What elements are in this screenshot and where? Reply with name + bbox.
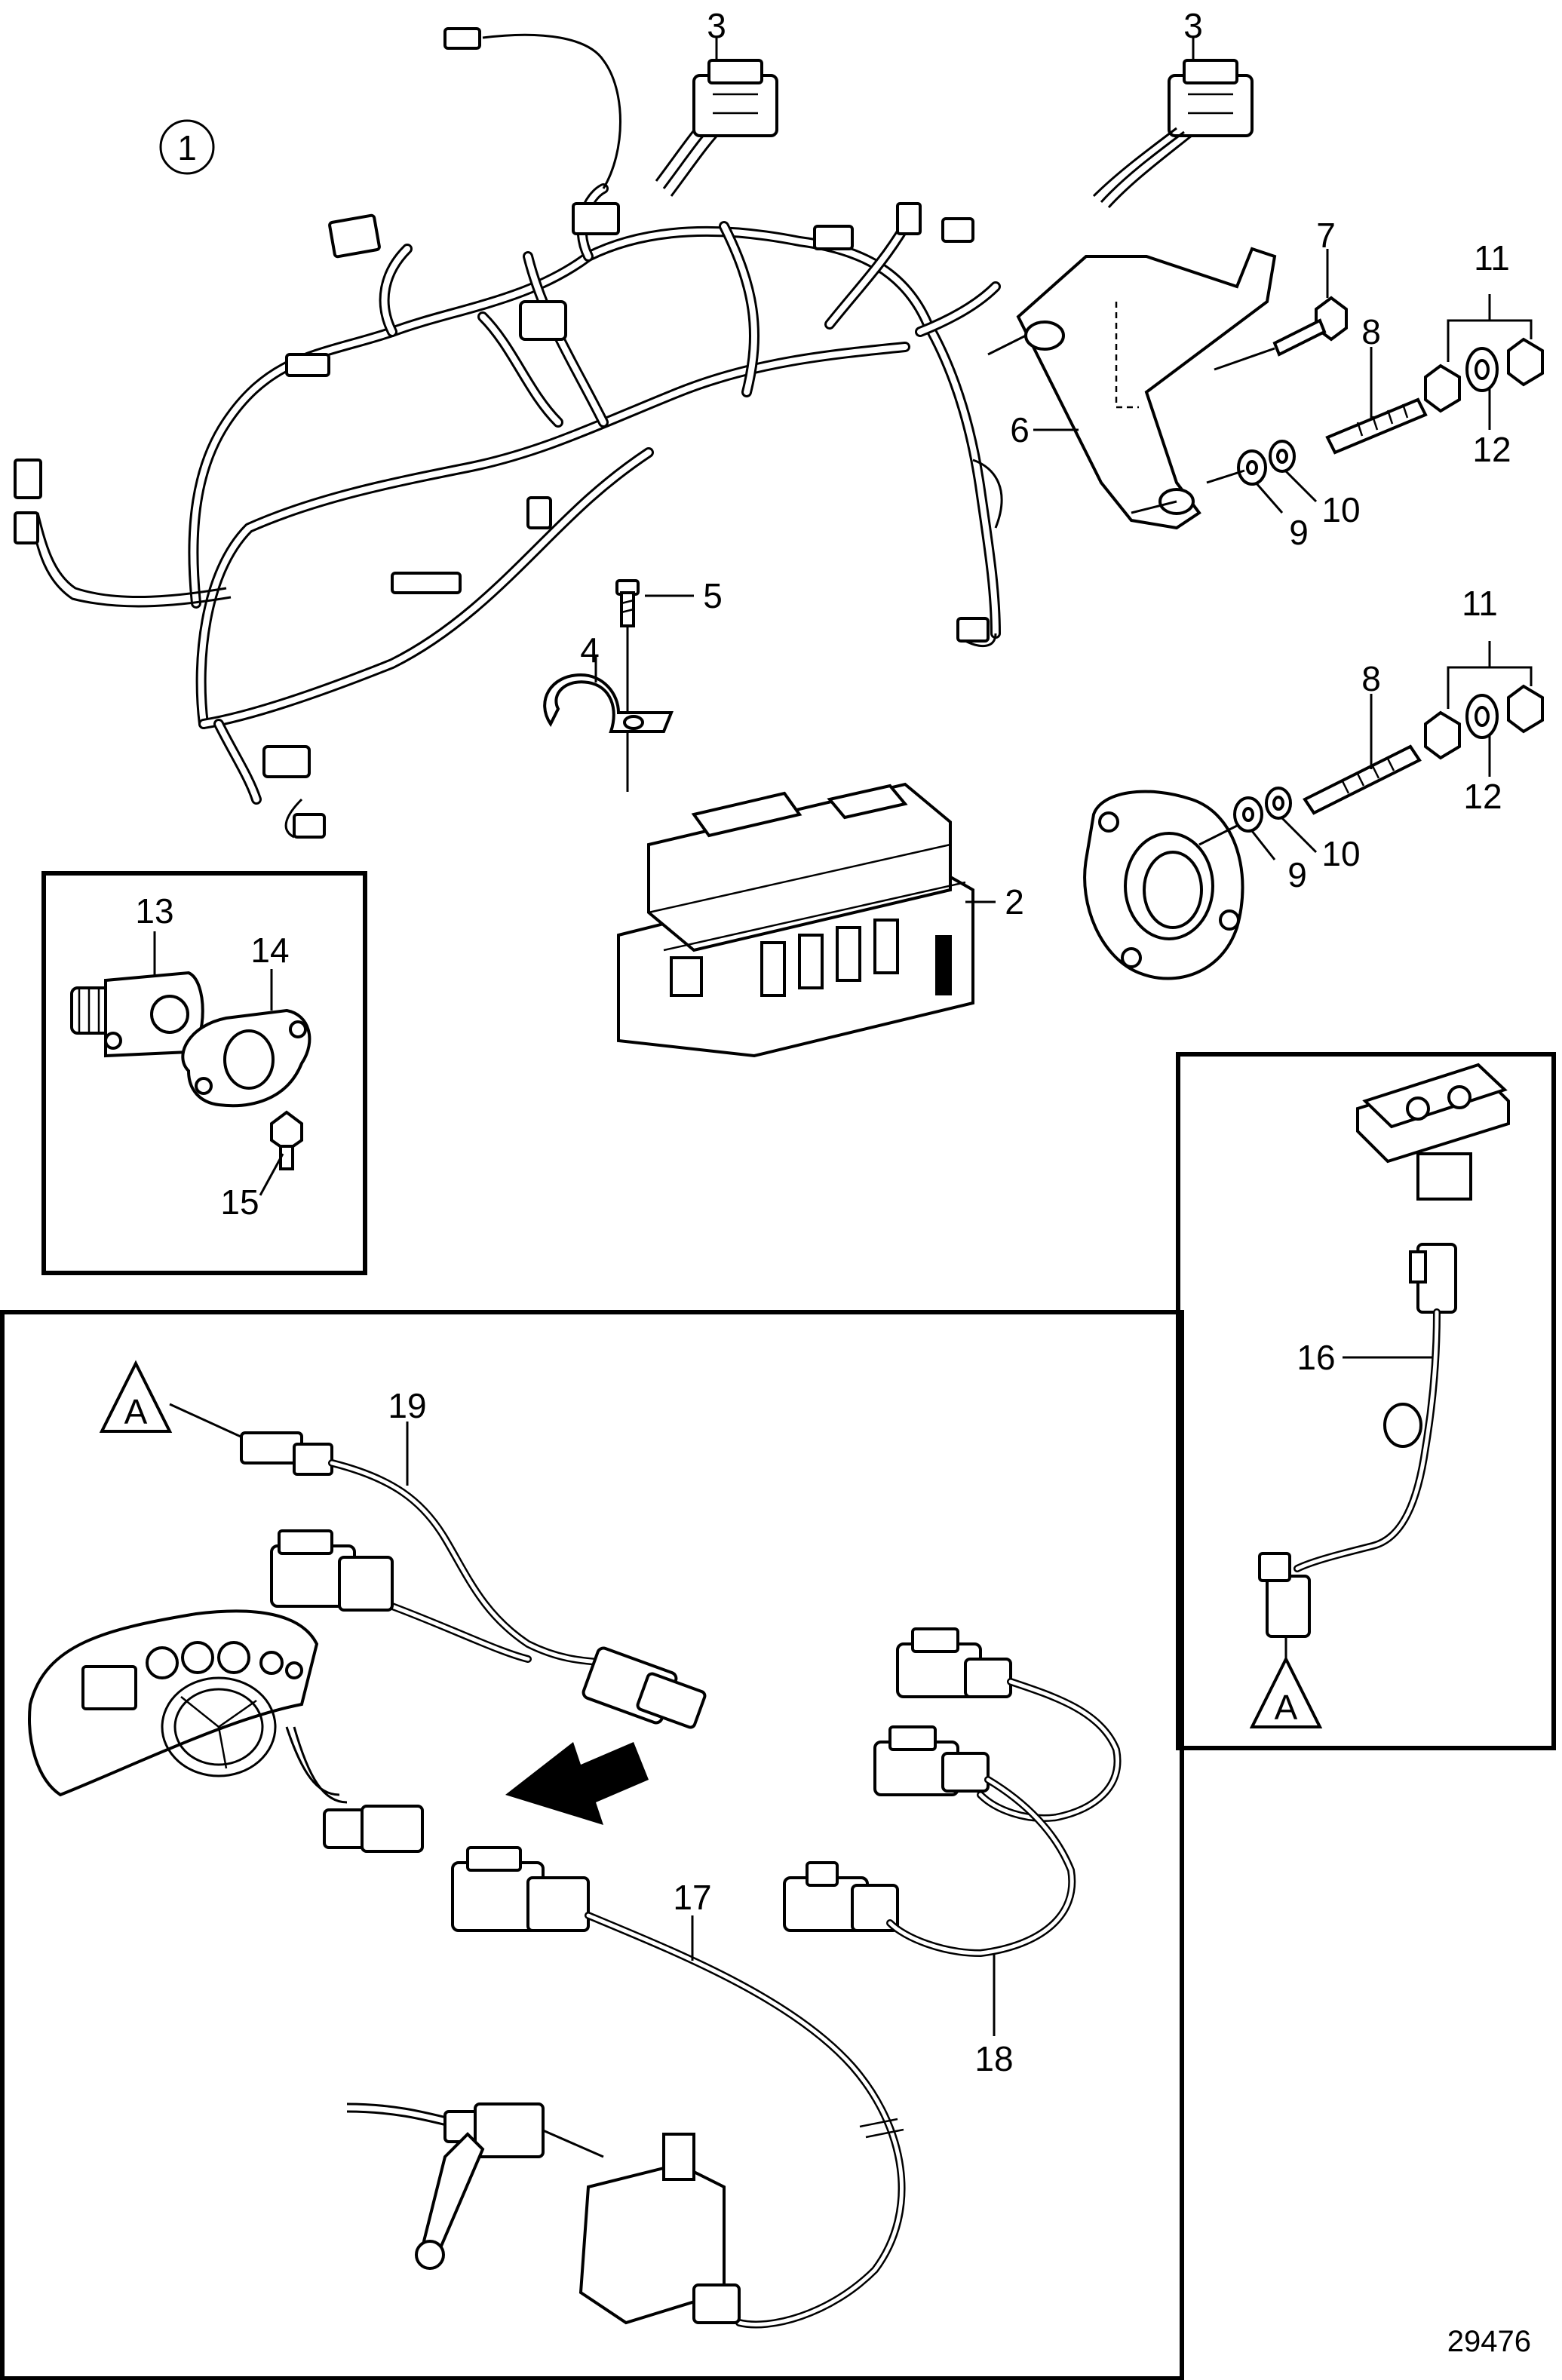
leader-9-bottom [1251, 830, 1276, 860]
washer-9-top [1237, 449, 1267, 486]
leader-11-top [1447, 294, 1533, 362]
leader-15 [259, 1153, 284, 1196]
nuts-11-top [1424, 337, 1544, 413]
callout-17: 17 [673, 1878, 711, 1917]
axis-line-flange [1198, 824, 1238, 846]
dashboard [28, 1609, 348, 1804]
washer-9-bottom [1233, 796, 1263, 833]
lever-assembly [346, 2102, 741, 2325]
bracket-6 [1016, 247, 1277, 530]
callout-11-top: 11 [1474, 238, 1510, 278]
callout-15: 15 [220, 1182, 259, 1222]
reference-letter-a-right: A [1275, 1688, 1298, 1727]
reference-marker-a-left [99, 1360, 173, 1433]
bolt-15 [270, 1110, 303, 1170]
cable-16-detail-box [1176, 1052, 1556, 1750]
callout-19: 19 [388, 1386, 426, 1425]
callout-7: 7 [1316, 216, 1336, 255]
callout-11-bottom: 11 [1462, 584, 1498, 623]
leader-10-top [1284, 470, 1318, 503]
axis-line-bracket-right [1131, 500, 1177, 514]
callout-1-marker [159, 119, 215, 175]
screw-5 [615, 579, 640, 627]
axis-line-bracket-left [987, 334, 1027, 356]
mounting-flange [1083, 790, 1244, 980]
harness-connectors [14, 27, 990, 839]
reference-marker-a-right [1249, 1655, 1323, 1728]
drawing-number: 29476 [1447, 2325, 1531, 2358]
connector-3-bracket [1092, 59, 1254, 209]
arrow-direction [505, 1742, 649, 1825]
callout-1: 1 [177, 128, 197, 167]
lock-washer-10-bottom [1265, 787, 1292, 820]
callout-8-bottom: 8 [1361, 659, 1381, 698]
callout-5: 5 [703, 576, 723, 615]
cable-19 [240, 1431, 707, 1729]
callout-6: 6 [1010, 410, 1030, 449]
relay-box-2 [617, 782, 974, 1058]
gasket-14 [181, 1008, 311, 1108]
reference-letter-a-left: A [124, 1392, 148, 1431]
nuts-11-bottom [1424, 684, 1544, 760]
stud-8-top [1325, 397, 1428, 455]
callout-13: 13 [135, 891, 173, 931]
leader-9-top [1254, 482, 1284, 514]
callout-8-top: 8 [1361, 312, 1381, 351]
stud-8-bottom [1303, 744, 1422, 815]
leader-11-bottom [1447, 641, 1533, 709]
cable-17 [323, 1805, 906, 2329]
main-wiring-harness [30, 33, 1003, 839]
callout-10-top: 10 [1321, 490, 1360, 529]
lock-washer-10-top [1269, 440, 1296, 473]
callout-18: 18 [974, 2039, 1013, 2078]
callout-16: 16 [1297, 1338, 1335, 1377]
leader-10-bottom [1281, 817, 1318, 854]
cable-set-detail-box [0, 1310, 1184, 2380]
callout-14: 14 [250, 931, 289, 970]
callout-12-bottom: 12 [1463, 777, 1502, 816]
cable-16 [1258, 1308, 1441, 1638]
callout-3-left: 3 [707, 6, 726, 45]
clip-4 [543, 673, 674, 733]
sensor-13 [70, 971, 204, 1058]
callout-3-right: 3 [1183, 6, 1203, 45]
leader-a-left [169, 1403, 250, 1442]
callout-10-bottom: 10 [1321, 834, 1360, 873]
connector-3-harness [692, 59, 778, 137]
cable-18 [783, 1627, 1122, 1958]
sensor-detail-box [41, 871, 367, 1275]
callout-4: 4 [580, 630, 600, 670]
callout-9-bottom: 9 [1287, 855, 1307, 894]
axis-line-bolt-7 [1214, 347, 1275, 371]
bolt-7 [1272, 296, 1348, 357]
callout-2: 2 [1005, 882, 1024, 922]
switch-panel-16 [1356, 1063, 1510, 1314]
callout-9-top: 9 [1289, 513, 1309, 552]
callout-12-top: 12 [1472, 430, 1511, 469]
axis-line-washers-top [1206, 469, 1245, 484]
